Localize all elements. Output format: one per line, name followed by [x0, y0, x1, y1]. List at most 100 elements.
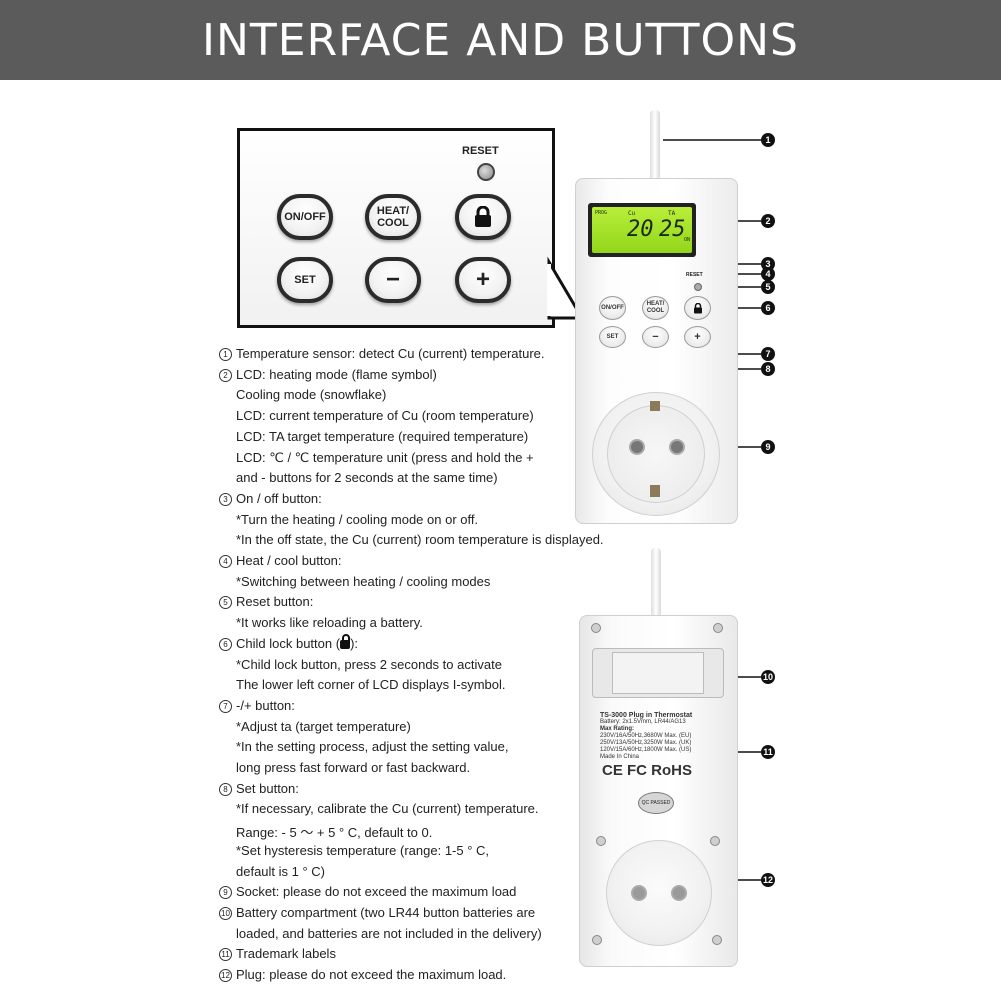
lcd-cu-label: Cu: [628, 210, 636, 217]
minus-button[interactable]: −: [365, 257, 421, 303]
description-line: and - buttons for 2 seconds at the same …: [236, 470, 498, 485]
lcd-display: PROG Cu TA 20 25 ON: [588, 203, 696, 257]
lcd-ta-label: TA: [668, 210, 676, 217]
description-line: *If necessary, calibrate the Cu (current…: [236, 801, 539, 816]
device-on-off-button[interactable]: ON/OFF: [599, 296, 626, 320]
callout-11: 11: [761, 745, 775, 759]
temperature-sensor: [650, 110, 660, 182]
description-number: 4: [219, 555, 232, 568]
description-text: *Switching between heating / cooling mod…: [236, 573, 491, 589]
heat-cool-button[interactable]: HEAT/ COOL: [365, 194, 421, 240]
description-text: *In the off state, the Cu (current) room…: [236, 532, 604, 548]
plug-pin: [631, 885, 647, 901]
description-text: Child lock button (: [236, 635, 341, 651]
description-number: 5: [219, 596, 232, 610]
device-reset-label: RESET: [686, 272, 703, 278]
description-line: LCD: ℃ / ℃ temperature unit (press and h…: [236, 450, 534, 466]
description-line: loaded, and batteries are not included i…: [236, 926, 542, 941]
callout-6: 6: [761, 301, 775, 315]
description-text: Socket: please do not exceed the maximum…: [236, 884, 517, 900]
description-text: *It works like reloading a battery.: [236, 615, 423, 631]
front-socket: [592, 392, 720, 516]
description-text: *Turn the heating / cooling mode on or o…: [236, 511, 479, 527]
description-text: LCD: heating mode (flame symbol): [236, 366, 437, 382]
device-heat-cool-button[interactable]: HEAT/ COOL: [642, 296, 669, 320]
description-number: 3: [219, 492, 232, 506]
description-line: *In the setting process, adjust the sett…: [236, 739, 508, 754]
description-number: 10: [219, 906, 232, 920]
description-line: *Child lock button, press 2 seconds to a…: [236, 657, 502, 672]
lock-icon: [693, 302, 702, 313]
device-set-button[interactable]: SET: [599, 326, 626, 348]
screw: [710, 836, 720, 846]
on-off-button[interactable]: ON/OFF: [277, 194, 333, 240]
description-text: Plug: please do not exceed the maximum l…: [236, 967, 507, 982]
description-line: LCD: current temperature of Cu (room tem…: [236, 408, 534, 423]
description-text: *Set hysteresis temperature (range: 1-5 …: [236, 842, 490, 858]
device-plus-button[interactable]: +: [684, 326, 711, 348]
description-text: and - buttons for 2 seconds at the same …: [236, 470, 498, 486]
description-line: 9 Socket: please do not exceed the maximu…: [219, 884, 517, 900]
device-minus-button[interactable]: −: [642, 326, 669, 348]
description-line: 5 Reset button:: [219, 594, 314, 610]
description-text: default is 1 ° C): [236, 863, 326, 879]
plug-pin: [671, 885, 687, 901]
earth-clip: [650, 401, 660, 411]
reset-button[interactable]: [477, 163, 495, 181]
description-text: *In the setting process, adjust the sett…: [236, 739, 509, 755]
description-text: The lower left corner of LCD displays I-…: [236, 677, 506, 693]
description-text: Battery compartment (two LR44 button bat…: [236, 904, 536, 920]
description-text: Heat / cool button:: [236, 553, 342, 568]
description-text: *Child lock button, press 2 seconds to a…: [236, 656, 502, 672]
earth-clip: [650, 485, 660, 497]
description-text: -/+ button:: [236, 697, 295, 713]
description-number: 7: [219, 699, 232, 713]
set-button[interactable]: SET: [277, 257, 333, 303]
plug: [606, 840, 712, 946]
description-text: *Adjust ta (target temperature): [236, 718, 411, 734]
device-lock-button[interactable]: [684, 296, 711, 320]
callout-1: 1: [761, 133, 775, 147]
description-line: 7 -/+ button:: [219, 698, 295, 713]
page-title: INTERFACE AND BUTTONS: [0, 0, 1001, 80]
description-number: 9: [219, 886, 232, 900]
description-line: *In the off state, the Cu (current) room…: [236, 532, 604, 547]
battery-cover: [612, 652, 704, 694]
description-line: *Turn the heating / cooling mode on or o…: [236, 512, 478, 527]
description-text: Trademark labels: [236, 946, 336, 962]
screw: [712, 935, 722, 945]
description-line: long press fast forward or fast backward…: [236, 760, 470, 775]
lcd-status: ON: [684, 237, 691, 243]
description-line: 10 Battery compartment (two LR44 button b…: [219, 905, 535, 920]
child-lock-button[interactable]: [455, 194, 511, 240]
screw: [592, 935, 602, 945]
temperature-sensor-back: [651, 548, 661, 618]
lcd-cu-value: 20: [627, 217, 654, 242]
description-number: 6: [219, 637, 232, 651]
description-text-suffix: ):: [350, 635, 359, 651]
description-text: LCD: TA target temperature (required tem…: [236, 428, 529, 444]
screw: [591, 623, 601, 633]
lock-icon: [475, 206, 491, 227]
certification-marks: CE FC RoHS: [602, 762, 692, 779]
plus-button[interactable]: +: [455, 257, 511, 303]
reset-label: RESET: [462, 145, 499, 157]
description-text: loaded, and batteries are not included i…: [236, 925, 542, 941]
description-line: Cooling mode (snowflake): [236, 387, 386, 402]
device-reset-button[interactable]: [694, 283, 702, 291]
description-text: Reset button:: [236, 594, 314, 610]
description-text: Temperature sensor: detect Cu (current) …: [236, 346, 545, 361]
description-line: Range: - 5 ～ + 5 ° C, default to 0.: [236, 822, 432, 841]
description-line: LCD: TA target temperature (required tem…: [236, 429, 528, 444]
description-line: *Switching between heating / cooling mod…: [236, 574, 490, 589]
callout-5: 5: [761, 280, 775, 294]
callout-9: 9: [761, 440, 775, 454]
description-text: Set button:: [236, 780, 299, 796]
button-zoom-panel: RESET ON/OFF HEAT/ COOL SET − +: [237, 128, 555, 328]
